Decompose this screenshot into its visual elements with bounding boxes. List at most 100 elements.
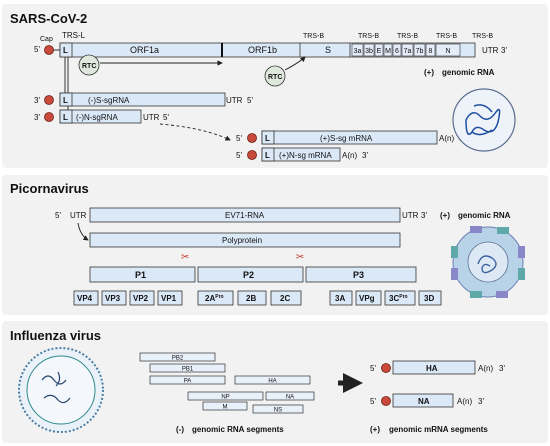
cap-icon [44,45,54,55]
neg-n-three-prime: 3' [34,113,40,122]
gene-box-6 [392,43,402,57]
gene-label-3b: 3b [365,48,373,55]
sars-three-prime: 3' [501,46,507,55]
pos-n-five-prime: 5' [236,151,242,160]
polyprotein-bar [89,232,401,248]
p1-box [89,266,196,283]
flu-segment-ns [252,404,304,414]
picorna-plus-label: (+) [440,211,450,220]
pos-s-cap-icon [247,133,257,143]
neg-s-label: (-)S-sgRNA [88,96,130,105]
na-three-prime: 3' [478,397,484,406]
rtc-arrow-2 [284,56,306,71]
gene-box-3a [351,43,364,57]
trs-b-label-4: TRS-B [436,33,457,40]
flu-segment-label-m: M [223,405,228,411]
pos-s-label: (+)S-sg mRNA [320,134,373,143]
flu-segment-pb2 [139,352,216,362]
gene-box-N [435,43,461,57]
flu-segment-label-np: NP [221,395,229,401]
vpg-box [355,290,382,306]
sars-trs-l-label: TRS-L [62,31,86,40]
na-mrna-bar [392,393,454,408]
flu-neg-label: (-) [176,425,184,434]
pos-n-cap-icon [247,150,257,160]
pos-s-leader-label: L [265,134,270,143]
picorna-ev71-label: EV71-RNA [225,211,265,220]
picorna-title: Picornavirus [10,181,89,196]
gene-box-8 [425,43,436,57]
gene-label-8: 8 [429,48,433,55]
picorna-utr5-label: UTR [70,211,87,220]
rtc-circle-1 [78,54,100,76]
polyprotein-label: Polyprotein [222,236,262,245]
p2b-label: 2B [246,294,256,303]
pos-n-polya: A(n) [342,151,357,160]
flu-segment-ha [234,375,311,385]
pos-n-label: (+)N-sg mRNA [279,151,332,160]
vp2-label: VP2 [133,294,149,303]
na-polya: A(n) [457,397,472,406]
vpg-label: VPg [359,294,375,303]
ha-five-prime: 5' [370,364,376,373]
flu-segment-pb1 [149,363,226,373]
rtc-circle-2 [264,65,286,87]
neg-s-three-prime: 3' [34,96,40,105]
flu-segment-np [187,391,264,401]
vp1-label: VP1 [161,294,177,303]
p2a-sup: Pro [215,294,223,300]
vp2-box [129,290,155,306]
flu-segment-label-pb1: PB1 [182,367,194,373]
gene-label-3a: 3a [354,48,362,55]
gene-box-7b [413,43,426,57]
ha-mrna-label: HA [426,364,438,373]
sars-plus-label: (+) [424,68,434,77]
gene-label-M: M [385,48,391,55]
na-five-prime: 5' [370,397,376,406]
neg-n-utr-label: UTR [143,113,160,122]
sars-title: SARS-CoV-2 [10,11,87,26]
p2c-box [270,290,302,306]
gene-label-7b: 7b [416,48,424,55]
flu-segment-na [265,391,315,401]
p2-label: P2 [243,270,254,280]
flu-segment-label-pa: PA [184,379,192,385]
gene-box-M [383,43,393,57]
ha-cap-icon [381,363,391,373]
flu-plus-label: (+) [370,425,380,434]
pos-n-leader-label: L [265,151,270,160]
gene-label-N: N [445,48,450,55]
influenza-icon [18,347,104,433]
neg-s-cap-icon [44,95,54,105]
trs-b-label-2: TRS-B [358,33,379,40]
pos-s-polya: A(n) [439,134,454,143]
na-mrna-label: NA [418,397,430,406]
rtc-label-2: RTC [268,74,282,81]
pos-n-leader [261,147,275,162]
gene-box-E [374,43,384,57]
p2-box [197,266,304,283]
picornavirus-icon [451,226,525,298]
vp1-box [157,290,183,306]
pos-n-three-prime: 3' [362,151,368,160]
p3d-label: 3D [424,294,434,303]
sars-genomic-label: genomic RNA [442,68,495,77]
flu-segment-label-ha: HA [268,379,276,385]
picorna-genomic-label: genomic RNA [458,211,511,220]
flu-title: Influenza virus [10,328,101,343]
vp3-box [101,290,127,306]
neg-s-leader-label: L [63,96,68,105]
neg-s-leader [59,92,73,107]
gene-box-7a [401,43,414,57]
vp3-label: VP3 [105,294,121,303]
neg-n-five-prime: 5' [163,113,169,122]
translation-arrow [77,222,89,241]
sars-orf1b-label: ORF1b [248,45,277,55]
sars-s-label: S [325,45,331,55]
neg-n-label: (-)N-sgRNA [76,113,118,122]
gene-label-E: E [377,48,382,55]
p3-label: P3 [353,270,364,280]
trs-b-label-1: TRS-B [303,33,324,40]
flu-segment-label-pb2: PB2 [172,356,184,362]
